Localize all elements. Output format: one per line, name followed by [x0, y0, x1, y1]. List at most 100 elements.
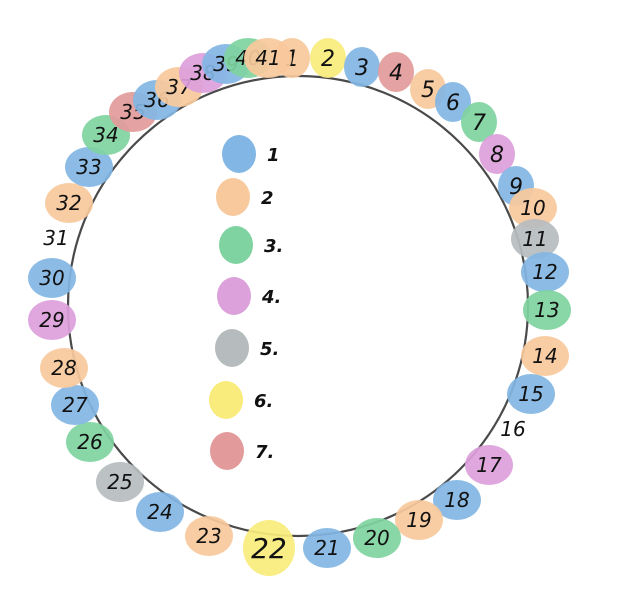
ring-marker: 31 [43, 226, 68, 250]
marker-label: 21 [314, 536, 339, 560]
marker-blob [45, 183, 93, 223]
marker-blob [395, 500, 443, 540]
ring-marker: 19 [395, 500, 443, 540]
legend-item: 5. [215, 329, 279, 367]
marker-blob [65, 147, 113, 187]
legend-label: 6. [254, 391, 273, 412]
ring-marker: 23 [185, 516, 233, 556]
marker-blob [40, 348, 88, 388]
marker-label: 19 [406, 508, 431, 532]
ring-marker: 7 [461, 102, 497, 142]
legend-label: 2 [261, 188, 274, 209]
marker-label: 6 [446, 91, 460, 116]
legend-item: 1 [222, 135, 280, 173]
marker-label: 26 [77, 430, 102, 454]
marker-label: 11 [522, 227, 547, 251]
marker-blob [51, 385, 99, 425]
legend-item: 2 [216, 178, 274, 216]
legend-swatch [222, 135, 256, 173]
marker-blob [507, 374, 555, 414]
marker-blob [66, 422, 114, 462]
marker-label: 2 [321, 47, 335, 72]
marker-blob [344, 47, 380, 87]
ring-marker: 26 [66, 422, 114, 462]
marker-label: 25 [107, 470, 132, 494]
marker-label: 17 [476, 453, 502, 477]
marker-blob [479, 134, 515, 174]
legend-item: 7. [210, 432, 274, 470]
ring-marker: 16 [500, 417, 525, 441]
legend-item: 3. [219, 226, 283, 264]
marker-label: 16 [500, 417, 525, 441]
marker-blob [303, 528, 351, 568]
marker-label: 41 [255, 46, 280, 70]
legend-item: 6. [209, 381, 273, 419]
ring-marker: 8 [479, 134, 515, 174]
ring-marker: 41 [244, 38, 292, 78]
ring-marker: 13 [523, 290, 571, 330]
marker-label: 4 [389, 61, 403, 86]
ring-marker: 28 [40, 348, 88, 388]
ring-marker: 25 [96, 462, 144, 502]
ring-marker: 6 [435, 82, 471, 122]
marker-label: 27 [62, 393, 88, 417]
marker-blob [461, 102, 497, 142]
marker-blob [28, 300, 76, 340]
marker-blob [521, 252, 569, 292]
ring-marker: 33 [65, 147, 113, 187]
ring-marker: 17 [465, 445, 513, 485]
marker-blob [435, 82, 471, 122]
marker-blob [509, 188, 557, 228]
ring-marker: 4 [378, 52, 414, 92]
legend-swatch [219, 226, 253, 264]
marker-label: 28 [51, 356, 76, 380]
ring-marker: 14 [521, 336, 569, 376]
marker-blob [465, 445, 513, 485]
ring-marker: 32 [45, 183, 93, 223]
marker-label: 8 [490, 143, 504, 168]
legend-label: 4. [261, 287, 281, 308]
ring-marker: 18 [433, 480, 481, 520]
marker-blob [523, 290, 571, 330]
marker-blob [243, 520, 295, 576]
marker-blob [511, 219, 559, 259]
marker-label: 30 [39, 266, 64, 290]
marker-label: 10 [520, 196, 545, 220]
legend-swatch [215, 329, 249, 367]
legend: 1 2 3. 4. 5. 6. 7. [209, 135, 283, 470]
marker-label: 33 [76, 155, 101, 179]
marker-label: 5 [421, 78, 435, 103]
ring-marker: 2 [310, 38, 346, 78]
legend-swatch [209, 381, 243, 419]
ring-marker: 27 [51, 385, 99, 425]
marker-label: 15 [518, 382, 543, 406]
marker-label: 29 [39, 308, 64, 332]
marker-label: 24 [147, 500, 172, 524]
ring-circle [66, 74, 530, 538]
marker-label: 34 [93, 123, 118, 147]
ring-marker: 11 [511, 219, 559, 259]
legend-item: 4. [217, 277, 281, 315]
marker-blob [185, 516, 233, 556]
marker-label: 3 [355, 56, 369, 81]
legend-swatch [217, 277, 251, 315]
marker-label: 13 [534, 298, 559, 322]
marker-blob [433, 480, 481, 520]
marker-blob [378, 52, 414, 92]
marker-label: 31 [43, 226, 68, 250]
ring-marker: 21 [303, 528, 351, 568]
marker-label: 32 [56, 191, 81, 215]
marker-blob [244, 38, 292, 78]
ring-marker: 30 [28, 258, 76, 298]
marker-label: 7 [472, 111, 486, 136]
marker-blob [310, 38, 346, 78]
legend-label: 5. [260, 339, 279, 360]
marker-label: 12 [532, 260, 557, 284]
ring-marker: 29 [28, 300, 76, 340]
ring-marker: 3 [344, 47, 380, 87]
ring-marker: 10 [509, 188, 557, 228]
marker-blob [353, 518, 401, 558]
marker-blob [136, 492, 184, 532]
marker-label: 20 [364, 526, 389, 550]
